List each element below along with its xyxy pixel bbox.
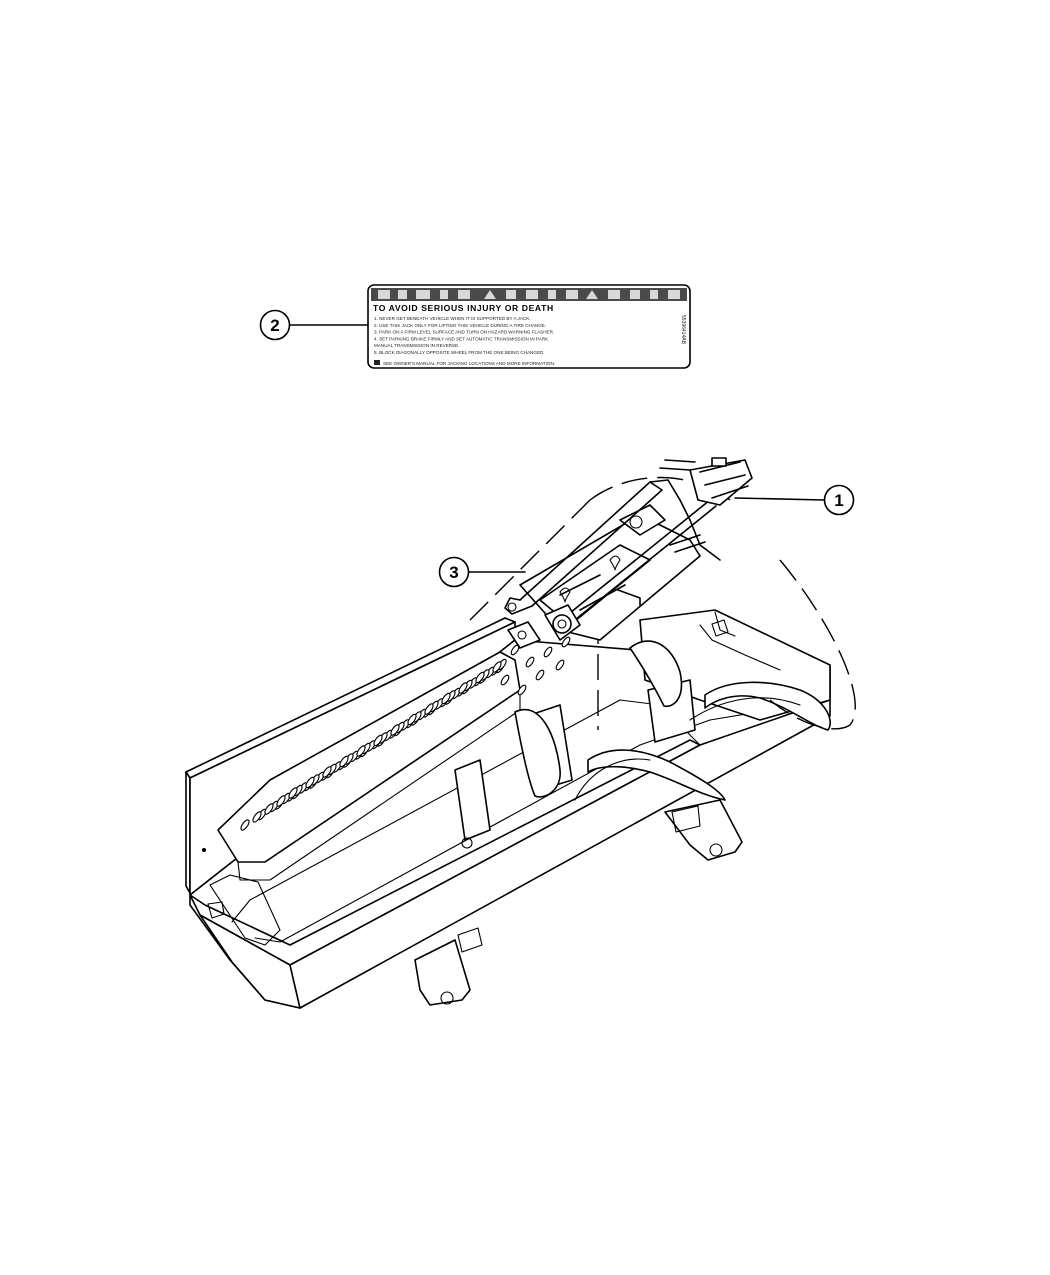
tread-cutout [458, 682, 468, 694]
warning-label-lines: 1. NEVER GET BENEATH VEHICLE WHEN IT IS … [374, 316, 554, 355]
tread-cutout [535, 669, 545, 681]
jack-storage-tray [185, 609, 831, 1009]
tread-cutout [500, 674, 510, 686]
tread-cutout [252, 811, 262, 823]
callout-2: 2 [259, 309, 369, 341]
warning-label-line: 1. NEVER GET BENEATH VEHICLE WHEN IT IS … [374, 316, 531, 321]
tread-cutout [561, 636, 571, 648]
warning-label-line: 4. SET PARKING BRAKE FIRMLY AND SET AUTO… [374, 336, 549, 341]
tread-cutout [288, 787, 298, 799]
tread-cutout [305, 776, 315, 789]
callout-1: 1 [734, 484, 855, 516]
tread-cutout [276, 795, 286, 807]
tread-cutout [373, 734, 383, 747]
tread-cutout [407, 713, 417, 726]
warning-label: TO AVOID SERIOUS INJURY OR DEATH 1. NEVE… [367, 284, 691, 369]
tread-cutout [264, 803, 274, 815]
warning-label-line: 3. PARK ON A FIRM LEVEL SURFACE AND TURN… [374, 330, 554, 335]
warning-label-book-icon [374, 360, 380, 365]
warning-label-line: MANUAL TRANSMISSION IN REVERSE. [374, 343, 460, 348]
tread-cutout [525, 656, 535, 668]
warning-label-line: 5. BLOCK DIAGONALLY OPPOSITE WHEEL FROM … [374, 350, 545, 355]
tread-cutout [517, 684, 527, 696]
svg-text:1: 1 [834, 491, 843, 510]
retaining-straps [514, 640, 831, 801]
tread-cutout [424, 703, 434, 715]
warning-label-heading: TO AVOID SERIOUS INJURY OR DEATH [373, 303, 554, 313]
svg-text:3: 3 [449, 563, 458, 582]
callout-3: 3 [438, 556, 526, 588]
tread-cutout [492, 661, 502, 673]
tread-cutout [543, 646, 553, 658]
tread-cutout [555, 659, 565, 671]
tread-cutout [390, 724, 400, 736]
tread-cutout [356, 745, 366, 757]
warning-label-header-band [371, 288, 687, 301]
warning-label-side-code: 55396414AB [680, 315, 686, 345]
warning-label-line: 2. USE THIS JACK ONLY FOR LIFTING THIS V… [374, 323, 546, 328]
svg-text:2: 2 [270, 316, 279, 335]
tread-cutout [339, 755, 349, 768]
tray-tread-pattern [240, 614, 608, 831]
warning-label-footer: SEE OWNER'S MANUAL FOR JACKING LOCATIONS… [383, 361, 555, 366]
tread-cutout [475, 671, 485, 684]
tread-cutout [322, 766, 332, 778]
jack-handle [504, 479, 721, 615]
jack [469, 457, 856, 730]
tread-cutout [240, 819, 250, 831]
tread-cutout [441, 692, 451, 705]
